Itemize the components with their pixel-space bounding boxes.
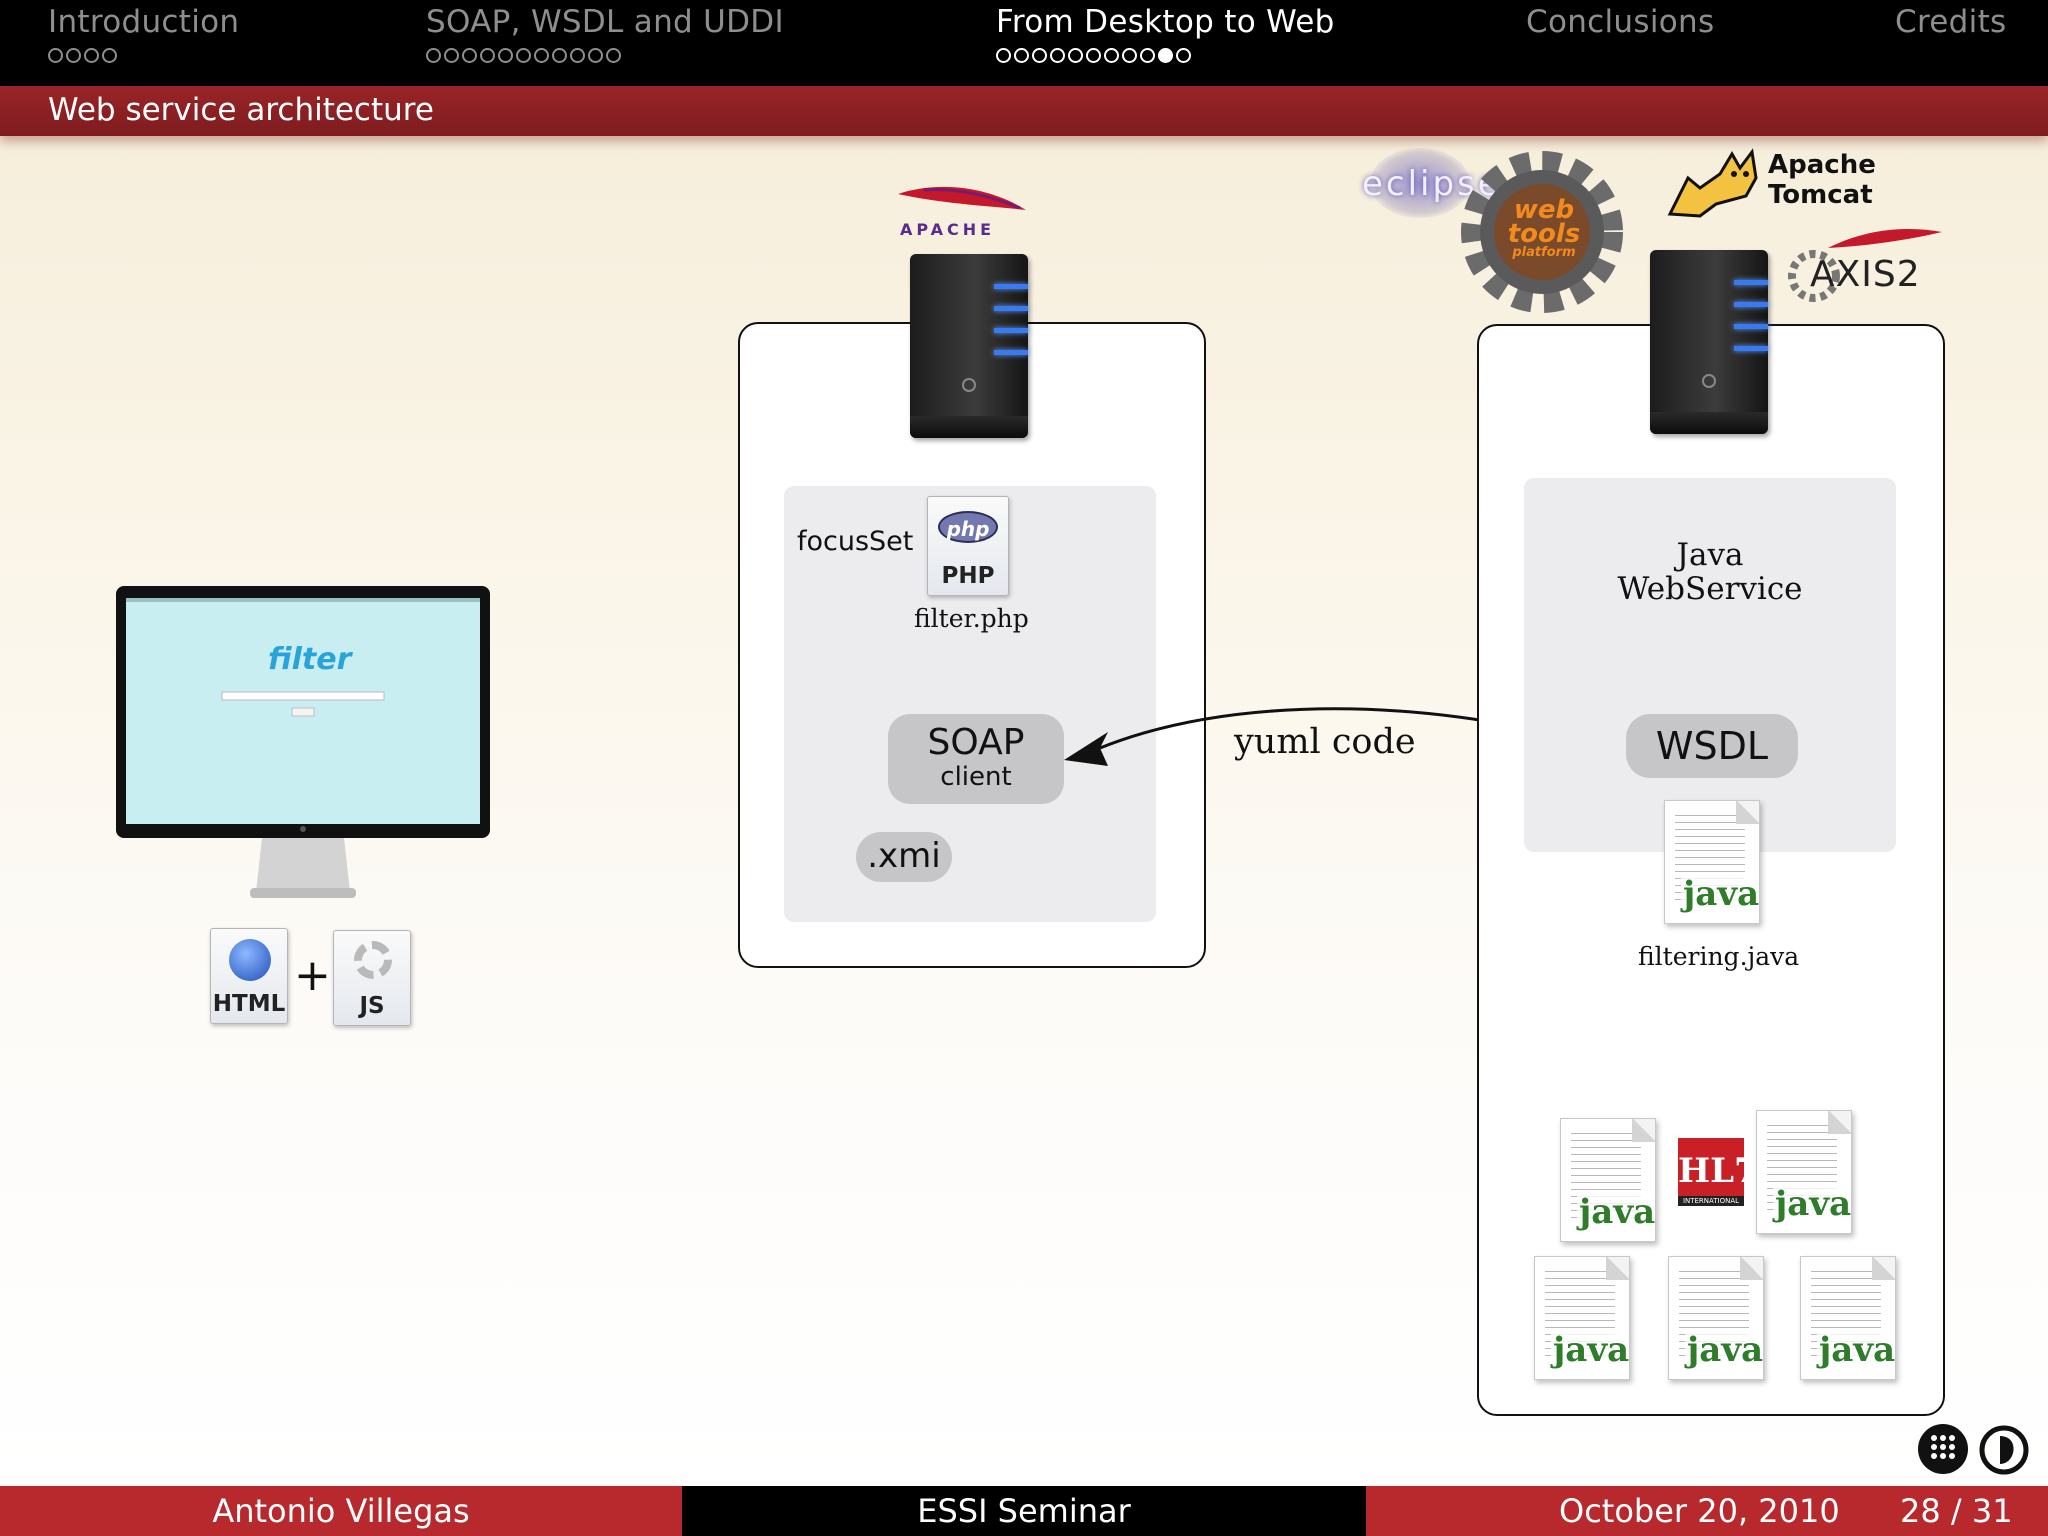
nav-frame-dots <box>48 48 239 63</box>
nav-section-introduction[interactable]: Introduction <box>48 4 239 63</box>
wsdl-node[interactable]: WSDL <box>1626 714 1798 778</box>
axis2-logo: AXIS2 <box>1788 224 1948 308</box>
nav-frame-dot[interactable] <box>1068 48 1083 63</box>
nav-section-title: Credits <box>1895 4 2007 40</box>
file-type-label: HTML <box>212 991 286 1017</box>
java-file-icon: java <box>1668 1256 1764 1380</box>
nav-frame-dot[interactable] <box>1086 48 1101 63</box>
nav-frame-dot[interactable] <box>1176 48 1191 63</box>
apple-monitor-icon: filter <box>114 584 492 904</box>
nav-section-soap-wsdl-uddi[interactable]: SOAP, WSDL and UDDI <box>426 4 784 63</box>
php-badge: php <box>938 511 998 543</box>
nav-frame-dot[interactable] <box>444 48 459 63</box>
screen-logo-filter: filter <box>268 642 352 677</box>
nav-frame-dot[interactable] <box>102 48 117 63</box>
java-webservice-panel <box>1524 478 1896 852</box>
js-file-icon: JS <box>333 930 411 1026</box>
nav-frame-dots <box>426 48 784 63</box>
file-type-label: PHP <box>941 563 995 589</box>
footer-author: Antonio Villegas <box>0 1486 682 1536</box>
nav-frame-dot-current[interactable] <box>1158 48 1173 63</box>
nav-frame-dot[interactable] <box>1032 48 1047 63</box>
webtools-gear-logo: web tools platform <box>1458 148 1626 316</box>
upc-logo <box>1918 1424 1968 1474</box>
apache-feather-logo: APACHE <box>894 180 1034 240</box>
frame-title-bar: Web service architecture <box>0 86 2048 136</box>
nav-frame-dot[interactable] <box>1104 48 1119 63</box>
gear-icon <box>354 941 392 979</box>
footer-bar: Antonio Villegas ESSI Seminar October 20… <box>0 1486 2048 1536</box>
server-tower-icon <box>910 254 1028 438</box>
java-webservice-label: Java WebService <box>1617 537 1803 607</box>
java-file-icon: java <box>1756 1110 1852 1234</box>
nav-section-desktop-to-web[interactable]: From Desktop to Web <box>996 4 1335 63</box>
apache-wordmark: APACHE <box>900 220 996 239</box>
nav-section-title: Conclusions <box>1526 4 1715 40</box>
soap-client-subtitle: client <box>940 762 1012 792</box>
java-file-icon: java <box>1534 1256 1630 1380</box>
nav-frame-dot[interactable] <box>1122 48 1137 63</box>
plus-sign: + <box>294 950 331 1001</box>
webtools-wordmark: web tools platform <box>1507 195 1581 260</box>
nav-frame-dot[interactable] <box>48 48 63 63</box>
java-file-badge: java <box>1681 874 1760 914</box>
footer-date-page: October 20, 2010 28 / 31 <box>1366 1486 2048 1536</box>
nav-frame-dot[interactable] <box>84 48 99 63</box>
axis2-wordmark: AXIS2 <box>1810 254 1921 295</box>
nav-frame-dot[interactable] <box>534 48 549 63</box>
file-type-label: JS <box>359 993 385 1019</box>
nav-frame-dot[interactable] <box>606 48 621 63</box>
java-file-label: filtering.java <box>1638 942 1800 971</box>
nav-section-title: SOAP, WSDL and UDDI <box>426 4 784 40</box>
nav-frame-dot[interactable] <box>1140 48 1155 63</box>
nav-frame-dot[interactable] <box>570 48 585 63</box>
php-file-label: filter.php <box>914 604 1029 633</box>
soap-client-node[interactable]: SOAP client <box>888 714 1064 804</box>
footer-page-number: 28 / 31 <box>1900 1492 2013 1530</box>
nav-frame-dot[interactable] <box>426 48 441 63</box>
nav-frame-dot[interactable] <box>516 48 531 63</box>
doctorate-logo <box>1978 1424 2030 1476</box>
hl7-logo: HL7 INTERNATIONAL <box>1678 1138 1758 1220</box>
xmi-node[interactable]: .xmi <box>856 832 952 882</box>
nav-section-title: Introduction <box>48 4 240 40</box>
tomcat-logo <box>1660 144 1770 224</box>
footer-talk-title: ESSI Seminar <box>682 1486 1366 1536</box>
java-file-icon: java <box>1664 800 1760 924</box>
nav-frame-dot[interactable] <box>552 48 567 63</box>
footer-date: October 20, 2010 <box>1559 1492 1840 1530</box>
nav-section-title: From Desktop to Web <box>996 4 1335 40</box>
nav-frame-dot[interactable] <box>66 48 81 63</box>
tomcat-wordmark: Apache Tomcat <box>1768 150 1876 210</box>
nav-frame-dot[interactable] <box>498 48 513 63</box>
nav-frame-dots <box>996 48 1335 63</box>
php-file-icon: php PHP <box>927 496 1009 596</box>
java-file-icon: java <box>1560 1118 1656 1242</box>
nav-section-conclusions[interactable]: Conclusions <box>1526 4 1714 40</box>
frame-title: Web service architecture <box>48 92 434 128</box>
yuml-code-label: yuml code <box>1234 722 1416 762</box>
java-file-icon: java <box>1800 1256 1896 1380</box>
nav-frame-dot[interactable] <box>996 48 1011 63</box>
nav-frame-dot[interactable] <box>462 48 477 63</box>
server-tower-icon <box>1650 250 1768 434</box>
section-navigation: Introduction SOAP, WSDL and UDDI From De… <box>0 0 2048 86</box>
nav-frame-dot[interactable] <box>588 48 603 63</box>
focusset-label: focusSet <box>797 526 914 557</box>
globe-icon <box>229 939 271 981</box>
nav-section-credits[interactable]: Credits <box>1895 4 2006 40</box>
nav-frame-dot[interactable] <box>480 48 495 63</box>
nav-frame-dot[interactable] <box>1050 48 1065 63</box>
soap-client-title: SOAP <box>927 722 1025 763</box>
nav-frame-dot[interactable] <box>1014 48 1029 63</box>
html-file-icon: HTML <box>210 928 288 1024</box>
